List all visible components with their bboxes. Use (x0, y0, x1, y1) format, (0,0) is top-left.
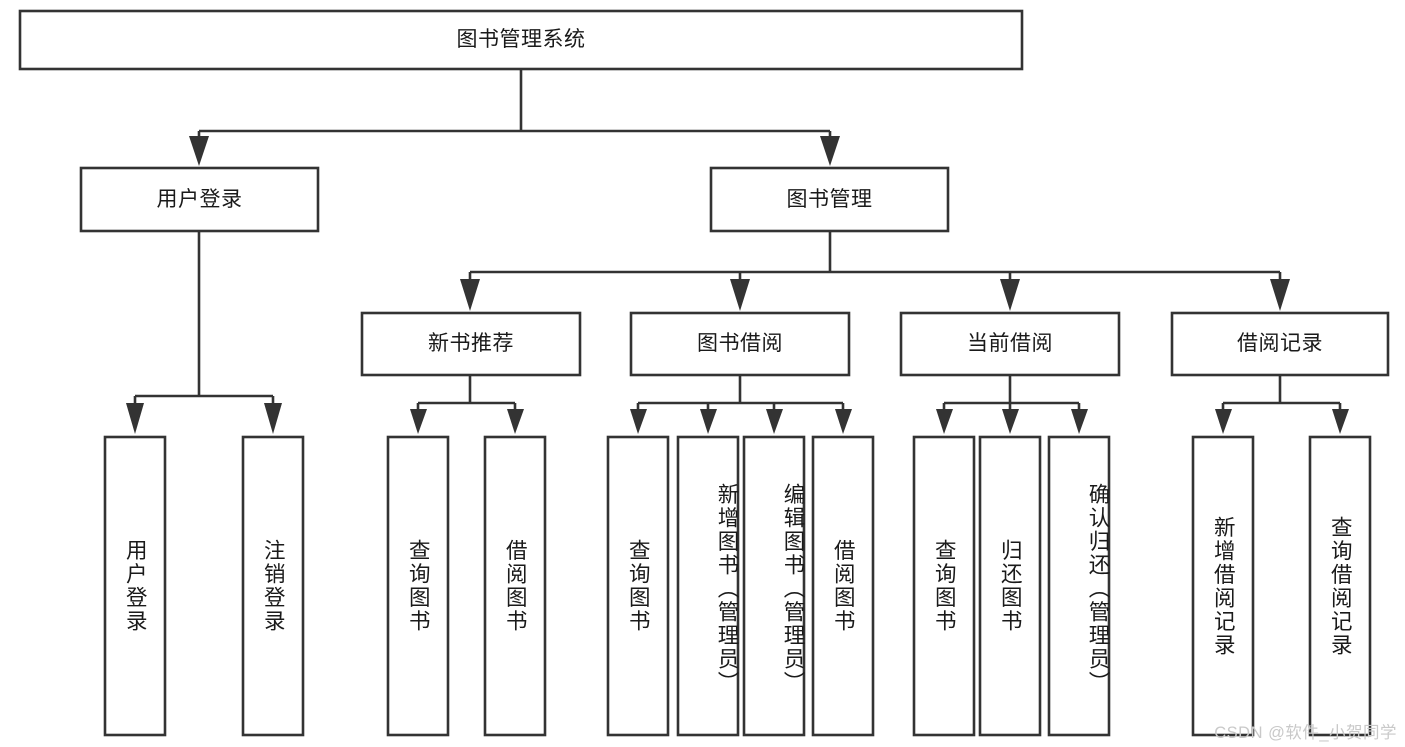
node-box-new-book-recommend[interactable] (360, 311, 582, 377)
node-box-borrow-record[interactable] (1170, 311, 1390, 377)
arrow-head-leaf-borrow-book-2 (835, 409, 852, 434)
connector-group-bookmgmt-to-level3 (460, 231, 1290, 311)
arrow-head-leaf-query-record (1332, 409, 1349, 434)
arrow-head-new-book-recommend (460, 279, 480, 311)
arrow-head-leaf-user-login (126, 403, 144, 434)
node-box-leaf-user-login[interactable] (103, 435, 167, 737)
connector-group-root-to-level2 (189, 69, 840, 166)
arrow-head-book-management (820, 136, 840, 166)
connector-group-bookborrow-to-leaves (630, 375, 852, 434)
node-box-leaf-borrow-book-1[interactable] (483, 435, 547, 737)
node-box-leaf-borrow-book-2[interactable] (811, 435, 875, 737)
node-box-root[interactable] (18, 9, 1024, 71)
node-box-book-management[interactable] (709, 166, 950, 233)
node-box-user-login[interactable] (79, 166, 320, 233)
arrow-head-leaf-logout-login (264, 403, 282, 434)
arrow-head-leaf-add-book (700, 409, 717, 434)
arrow-head-book-borrow (730, 279, 750, 311)
node-box-leaf-return-book[interactable] (978, 435, 1042, 737)
arrow-head-user-login (189, 136, 209, 166)
connector-group-userlogin-to-leaves (126, 231, 282, 434)
arrow-head-borrow-record (1270, 279, 1290, 311)
watermark-text: CSDN @软件_小贺同学 (1214, 724, 1397, 742)
arrow-head-current-borrow (1000, 279, 1020, 311)
node-box-leaf-add-record[interactable] (1191, 435, 1255, 737)
arrow-head-leaf-query-book-1 (410, 409, 427, 434)
connector-group-newbook-to-leaves (410, 375, 524, 434)
connector-group-currentborrow-to-leaves (936, 375, 1088, 434)
node-box-leaf-add-book[interactable] (676, 435, 740, 737)
node-box-leaf-query-book-1[interactable] (386, 435, 450, 737)
node-box-leaf-query-book-2[interactable] (606, 435, 670, 737)
arrow-head-leaf-confirm-return (1071, 409, 1088, 434)
connector-group-borrowrecord-to-leaves (1215, 375, 1349, 434)
arrow-head-leaf-return-book (1002, 409, 1019, 434)
node-box-leaf-query-book-3[interactable] (912, 435, 976, 737)
arrow-head-leaf-edit-book (766, 409, 783, 434)
node-box-leaf-confirm-return[interactable] (1047, 435, 1111, 737)
arrow-head-leaf-query-book-2 (630, 409, 647, 434)
node-box-leaf-edit-book[interactable] (742, 435, 806, 737)
arrow-head-leaf-query-book-3 (936, 409, 953, 434)
node-box-current-borrow[interactable] (899, 311, 1121, 377)
node-box-book-borrow[interactable] (629, 311, 851, 377)
arrow-head-leaf-add-record (1215, 409, 1232, 434)
node-box-leaf-query-record[interactable] (1308, 435, 1372, 737)
arrow-head-leaf-borrow-book-1 (507, 409, 524, 434)
node-box-leaf-logout-login[interactable] (241, 435, 305, 737)
